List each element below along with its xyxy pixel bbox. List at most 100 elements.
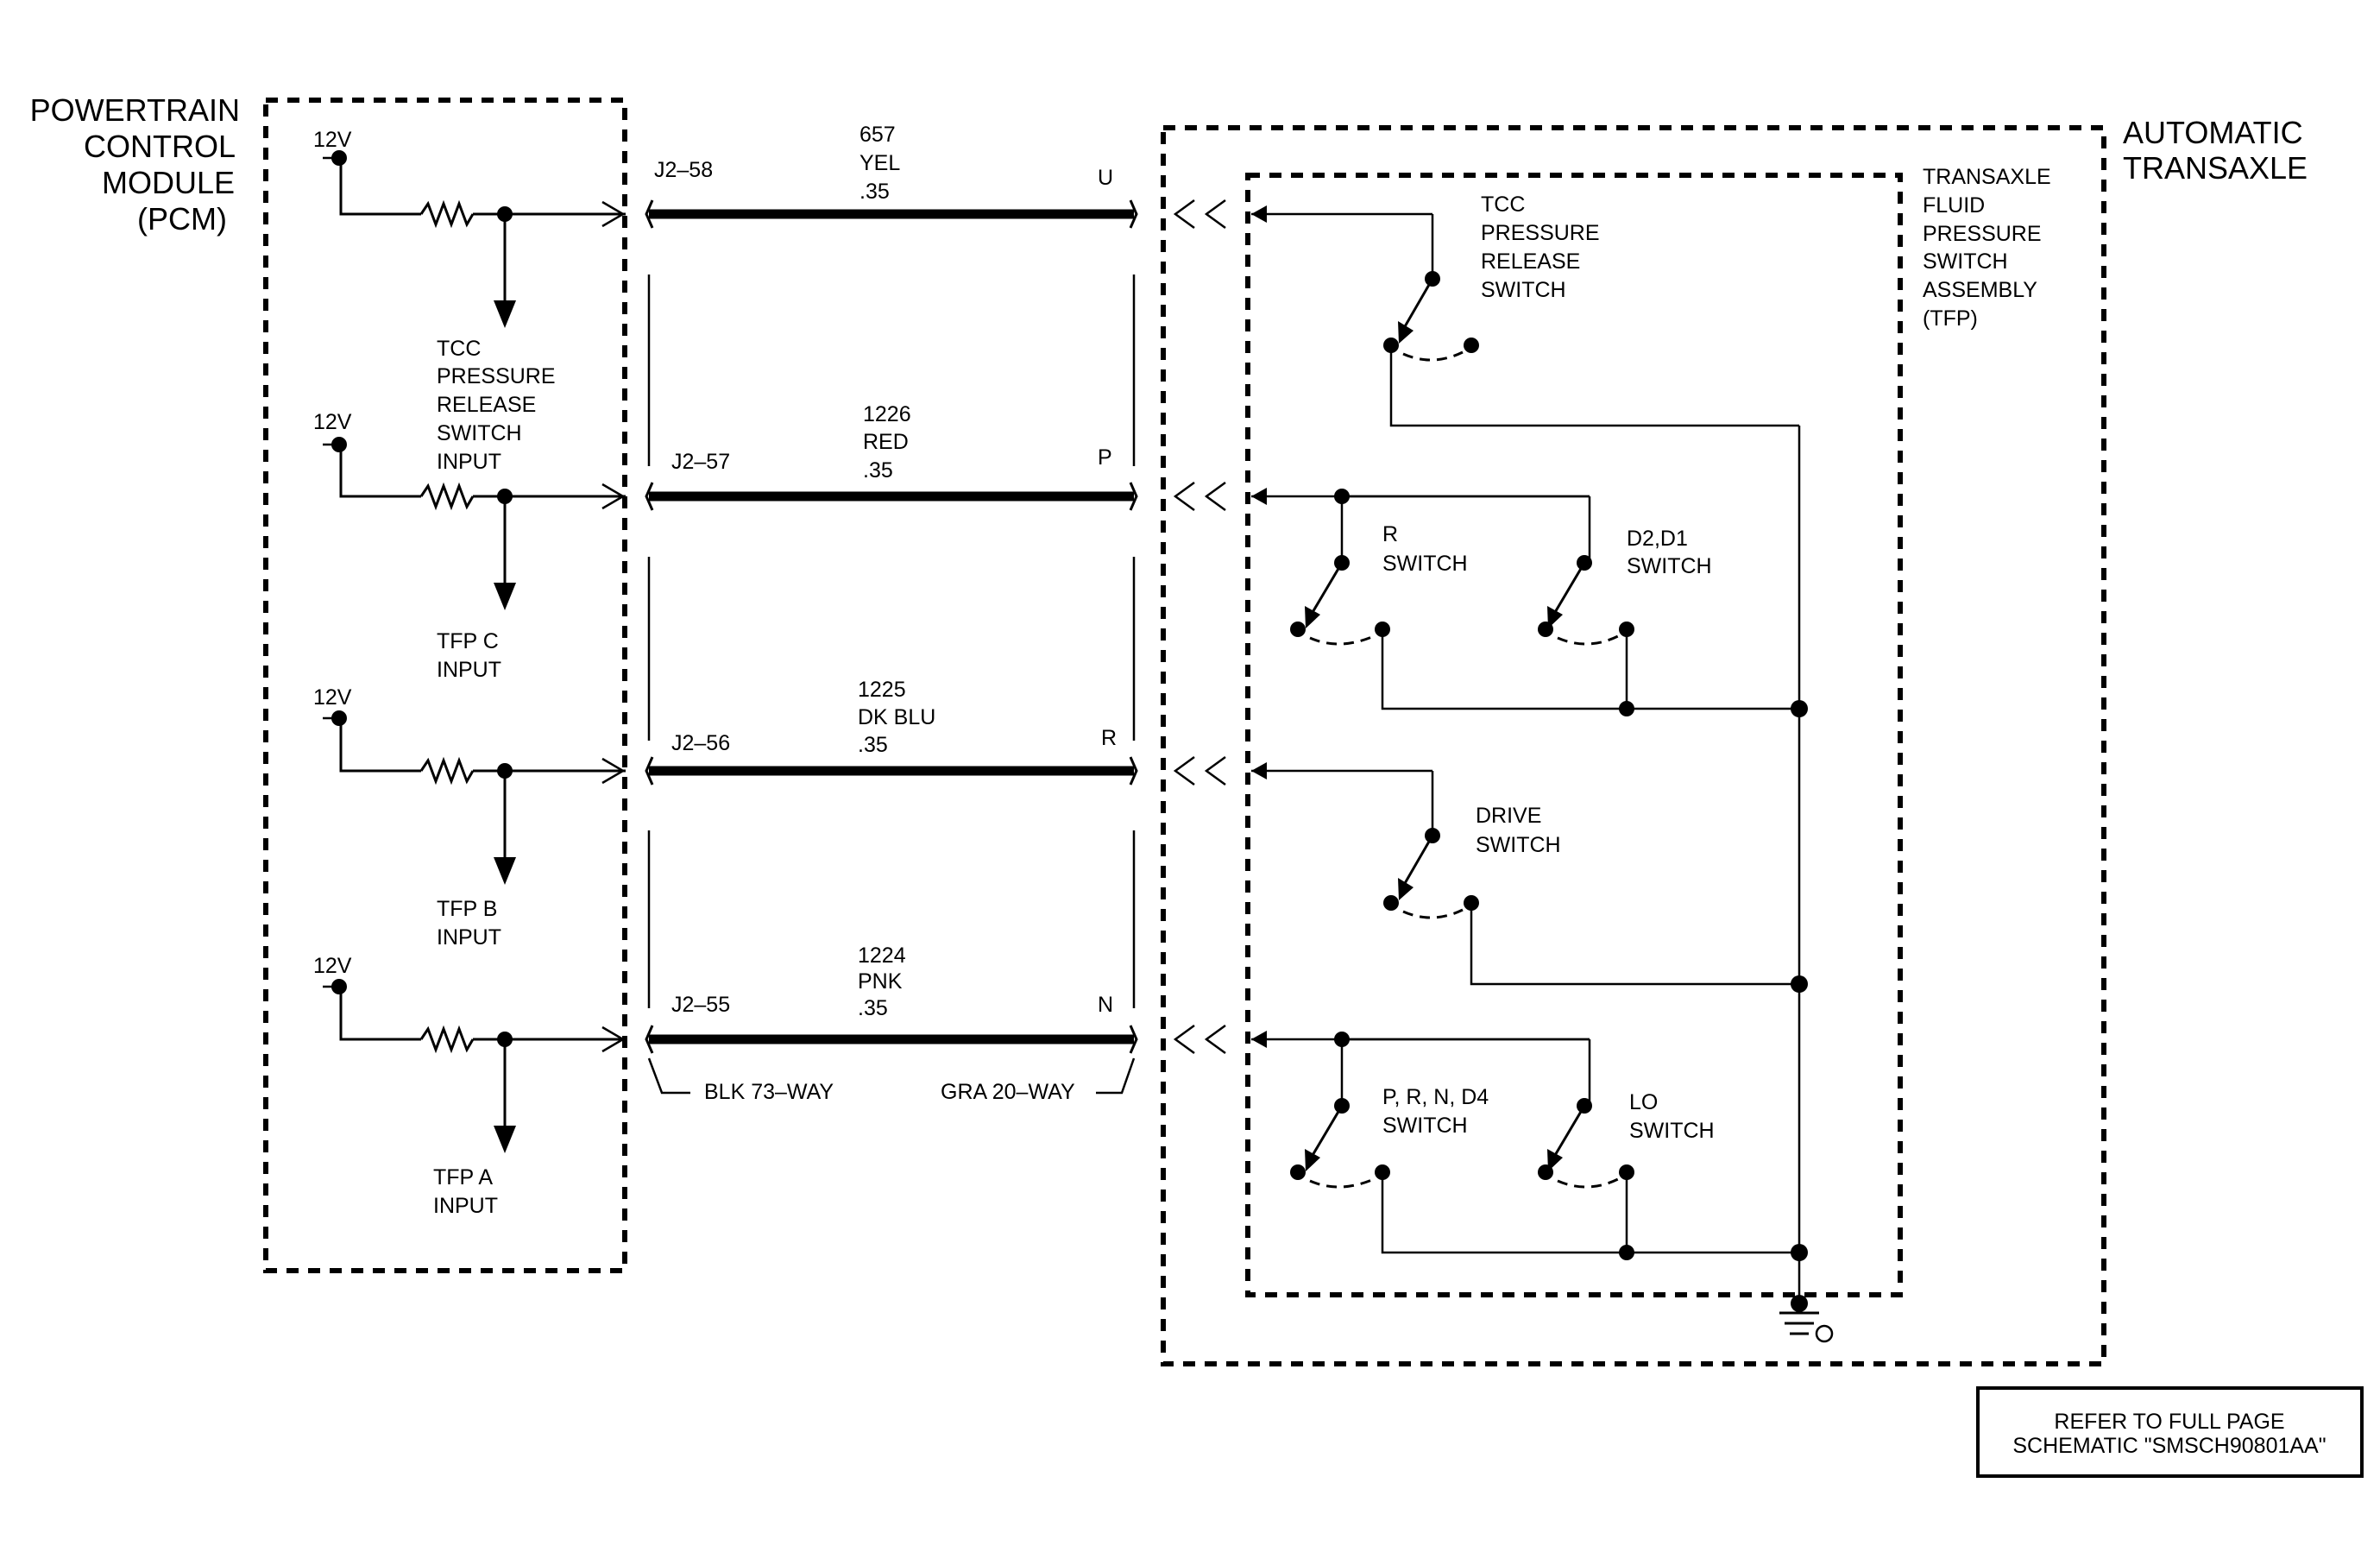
svg-text:P, R, N, D4: P, R, N, D4 <box>1382 1085 1489 1109</box>
svg-text:TFP A: TFP A <box>433 1165 493 1190</box>
pcm-input-circuit-3: 12V TFP B INPUT <box>313 685 626 950</box>
switch-label: D2,D1 SWITCH <box>1627 527 1712 578</box>
pcm-connector-terminals <box>601 200 626 1053</box>
switch-arrow-icon <box>1547 606 1563 628</box>
pcm-boundary <box>263 98 627 1273</box>
transaxle-title: AUTOMATIC TRANSAXLE <box>2123 115 2308 186</box>
wire-harness: J2–58 657 YEL .35 U J2–57 1226 RED .35 P… <box>645 123 1138 1104</box>
d2-d1-switch: D2,D1 SWITCH <box>1342 495 1712 716</box>
pcm-input-circuit-4: 12V TFP A INPUT <box>313 954 626 1218</box>
switch-label: TCC PRESSURE RELEASE SWITCH <box>1481 192 1600 302</box>
wire-gauge: .35 <box>863 458 893 483</box>
circuit-number: 1226 <box>863 402 911 426</box>
svg-text:FLUID: FLUID <box>1923 193 1985 218</box>
svg-text:TFP C: TFP C <box>437 629 499 653</box>
transaxle-pin-label: R <box>1101 726 1117 750</box>
circuit-number: 1225 <box>858 678 906 702</box>
wire-color: RED <box>863 430 909 454</box>
harness-wire-4: J2–55 1224 PNK .35 N <box>645 943 1138 1054</box>
transaxle-pin-label: N <box>1098 993 1113 1017</box>
svg-text:SWITCH: SWITCH <box>1627 554 1712 578</box>
input-arrow-icon <box>494 857 516 885</box>
switch-arrow-icon <box>1547 1149 1563 1171</box>
ground-icon <box>1779 1311 1834 1343</box>
lo-switch: LO SWITCH <box>1342 1038 1715 1260</box>
harness-wire-3: J2–56 1225 DK BLU .35 R <box>645 678 1138 786</box>
circuit-number: 1224 <box>858 943 906 968</box>
tfp-abbreviation: (TFP) <box>1923 306 1978 331</box>
pcm-title-line: MODULE <box>102 165 235 200</box>
supply-12v-label: 12V <box>313 128 352 152</box>
svg-text:SWITCH: SWITCH <box>1923 249 2008 274</box>
switch-label: P, R, N, D4 SWITCH <box>1382 1085 1489 1138</box>
svg-text:TRANSAXLE: TRANSAXLE <box>1923 165 2051 189</box>
transaxle-connector-label: GRA 20–WAY <box>941 1080 1075 1104</box>
switch-arrow-icon <box>1305 1149 1320 1171</box>
supply-node <box>331 979 347 994</box>
pcm-input-label: TFP B INPUT <box>437 897 501 950</box>
pcm-input-circuit-2: 12V TFP C INPUT <box>313 410 626 682</box>
svg-text:INPUT: INPUT <box>437 450 501 474</box>
wire-gauge: .35 <box>858 733 888 757</box>
svg-text:PRESSURE: PRESSURE <box>1923 222 2042 246</box>
supply-node <box>331 437 347 452</box>
switch-arrow-icon <box>1398 321 1414 344</box>
svg-text:INPUT: INPUT <box>433 1194 498 1218</box>
svg-text:SWITCH: SWITCH <box>1382 552 1468 576</box>
svg-text:INPUT: INPUT <box>437 925 501 950</box>
pcm-title: POWERTRAIN CONTROL MODULE (PCM) <box>30 92 240 237</box>
reference-box <box>1976 1386 2364 1478</box>
pcm-input-circuit-1: 12V TCC PRESSURE RELEASE SWITCH INPUT <box>313 128 626 474</box>
resistor-symbol <box>419 482 475 511</box>
switch-label: R SWITCH <box>1382 522 1468 576</box>
switch-arrow-icon <box>1398 878 1414 900</box>
supply-12v-label: 12V <box>313 410 352 434</box>
wire-color: YEL <box>859 151 900 175</box>
svg-text:R: R <box>1382 522 1398 546</box>
resistor-symbol <box>419 756 475 786</box>
supply-node <box>331 150 347 166</box>
svg-text:DRIVE: DRIVE <box>1476 804 1541 828</box>
pcm-title-line: CONTROL <box>84 129 236 164</box>
wire-color: PNK <box>858 969 903 994</box>
transaxle-pin-label: U <box>1098 166 1113 190</box>
pcm-pin-label: J2–56 <box>671 731 730 755</box>
svg-text:RELEASE: RELEASE <box>1481 249 1580 274</box>
pcm-pin-label: J2–58 <box>654 158 713 182</box>
svg-text:SWITCH: SWITCH <box>1481 278 1566 302</box>
r-switch: R SWITCH <box>1290 489 1799 710</box>
connector-bracket-right <box>1096 1057 1136 1095</box>
svg-text:D2,D1: D2,D1 <box>1627 527 1688 551</box>
svg-text:TRANSAXLE: TRANSAXLE <box>2123 150 2308 186</box>
svg-text:TCC: TCC <box>1481 192 1525 217</box>
resistor-symbol <box>419 1025 475 1054</box>
wire-color: DK BLU <box>858 705 935 729</box>
drive-switch: DRIVE SWITCH <box>1383 771 1799 986</box>
harness-wire-1: J2–58 657 YEL .35 U <box>645 123 1138 229</box>
harness-wire-2: J2–57 1226 RED .35 P <box>645 402 1138 511</box>
transaxle-connector-terminals <box>1173 199 1226 1055</box>
switch-label: DRIVE SWITCH <box>1476 804 1561 857</box>
svg-text:PRESSURE: PRESSURE <box>437 364 556 388</box>
input-arrow-icon <box>494 300 516 328</box>
transaxle-pin-label: P <box>1098 445 1112 470</box>
tfp-assembly-boundary <box>1245 173 1903 1297</box>
wire-gauge: .35 <box>859 180 890 204</box>
tfp-assembly-label: TRANSAXLE FLUID PRESSURE SWITCH ASSEMBLY… <box>1923 165 2051 331</box>
pcm-input-label: TFP A INPUT <box>433 1165 498 1218</box>
svg-text:SWITCH: SWITCH <box>1629 1119 1715 1143</box>
pcm-connector-label: BLK 73–WAY <box>704 1080 834 1104</box>
svg-text:TCC: TCC <box>437 337 481 361</box>
pcm-pin-label: J2–55 <box>671 993 730 1017</box>
resistor-symbol <box>419 199 475 229</box>
wire-gauge: .35 <box>858 996 888 1020</box>
pcm-pin-label: J2–57 <box>671 450 730 474</box>
input-arrow-icon <box>494 1126 516 1153</box>
svg-text:ASSEMBLY: ASSEMBLY <box>1923 278 2037 302</box>
supply-node <box>331 710 347 726</box>
svg-text:INPUT: INPUT <box>437 658 501 682</box>
svg-text:RELEASE: RELEASE <box>437 393 536 417</box>
switch-label: LO SWITCH <box>1629 1090 1715 1143</box>
prnd4-switch: P, R, N, D4 SWITCH <box>1290 1032 1799 1254</box>
